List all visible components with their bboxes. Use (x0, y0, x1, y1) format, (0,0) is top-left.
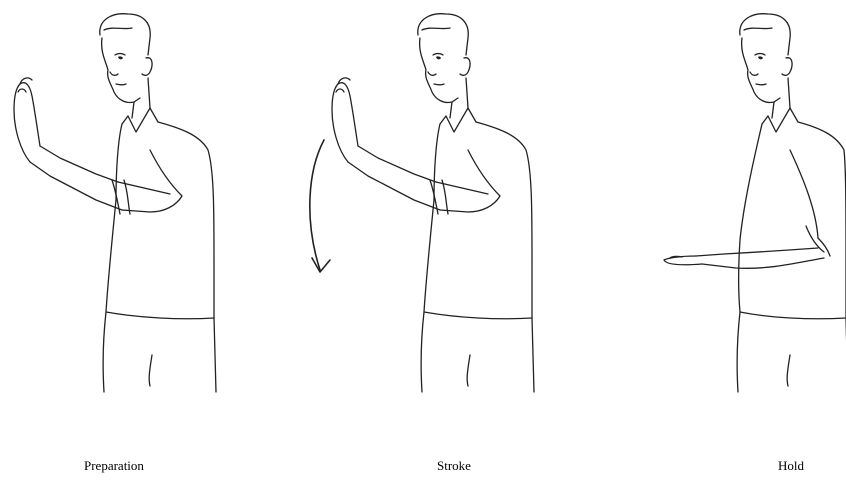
curved-down-arrow-icon (300, 130, 350, 290)
man-raised-hand-illustration (0, 0, 230, 400)
stroke-figure (318, 0, 548, 400)
hold-figure (640, 0, 846, 400)
preparation-caption: Preparation (84, 458, 144, 474)
man-moving-hand-illustration (318, 0, 548, 400)
preparation-figure (0, 0, 230, 400)
hold-caption: Hold (778, 458, 804, 474)
stroke-caption: Stroke (437, 458, 471, 474)
man-lowered-hand-illustration (640, 0, 846, 400)
